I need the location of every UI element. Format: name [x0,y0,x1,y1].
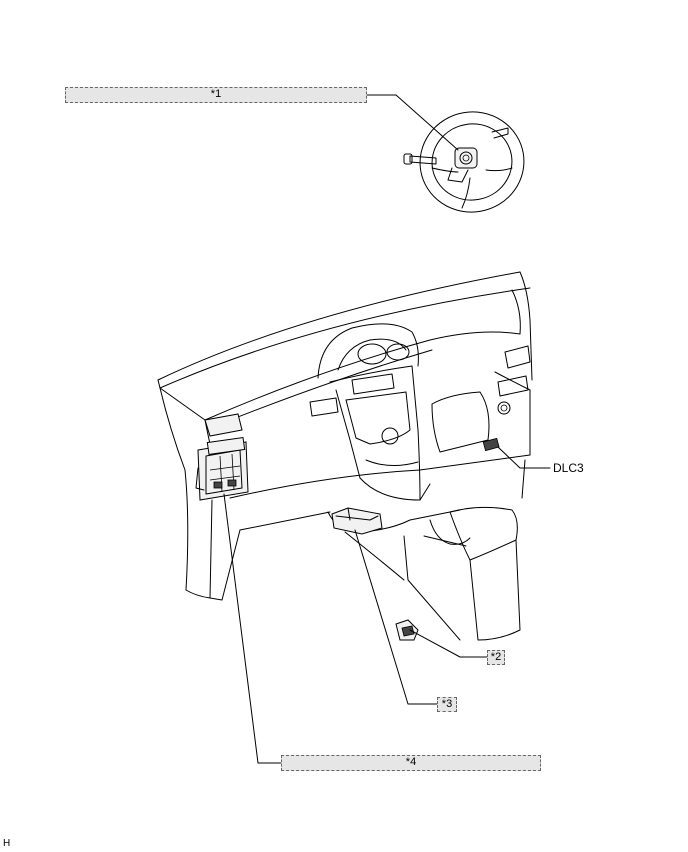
callout-1-label: *1 [65,87,367,103]
footer-code: H [3,838,11,849]
leader-lines [223,94,551,764]
callout-4-label: *4 [281,755,541,771]
dlc3-label: DLC3 [553,461,584,475]
small-sensor-drawing [395,619,419,641]
callout-3-label: *3 [437,697,457,712]
steering-wheel-drawing [403,111,525,213]
airbag-sensor-drawing [331,507,383,535]
callout-2-label: *2 [487,650,505,665]
dashboard-drawing [157,271,533,641]
junction-block-drawing [195,436,249,501]
